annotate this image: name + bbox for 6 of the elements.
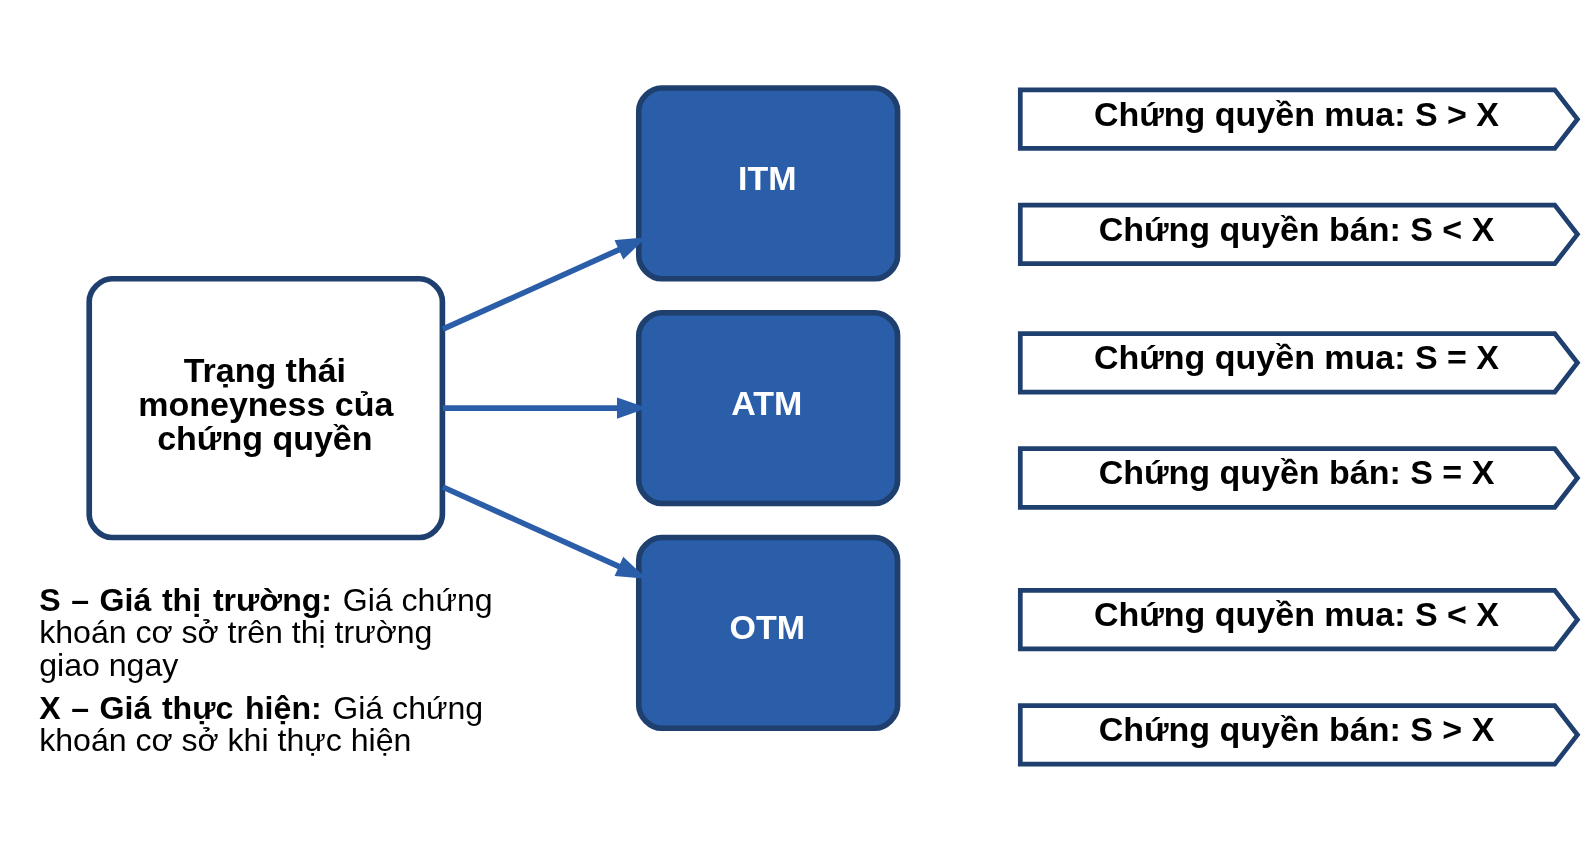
node-box: ITM: [635, 85, 901, 282]
node-box: OTM: [635, 534, 901, 732]
label: X – Giá thực hiện: Giá chứng khoán cơ sở khi thực hiện: [39, 689, 484, 759]
node-box: ATM: [635, 309, 901, 507]
label: S – Giá thị trường: Giá chứng khoán cơ sở trên thị trường giao ngay: [39, 582, 493, 683]
node-box: Trạng thái moneyness của chứng quyền: [86, 275, 446, 541]
